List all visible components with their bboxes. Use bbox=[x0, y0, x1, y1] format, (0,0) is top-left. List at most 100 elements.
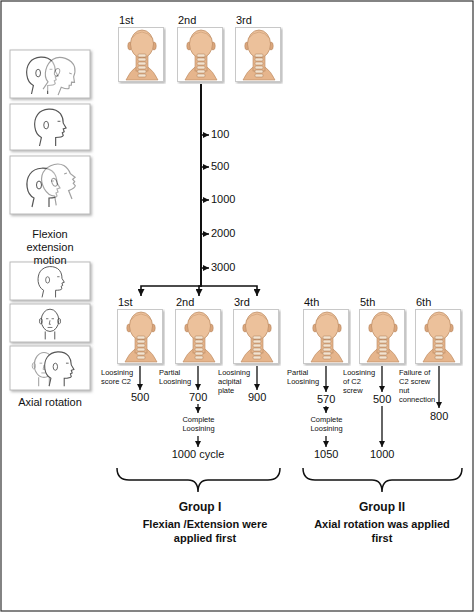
image-frame bbox=[416, 310, 461, 364]
flow-arrow bbox=[199, 84, 201, 296]
head-illustration bbox=[126, 30, 158, 80]
leader-arrow bbox=[381, 406, 382, 447]
head-illustration bbox=[185, 30, 217, 80]
specimen-image bbox=[175, 309, 223, 366]
result-note: Loosining score C2 bbox=[101, 368, 139, 386]
sketch-frame bbox=[10, 104, 90, 150]
cycle-count: 500 bbox=[211, 160, 251, 173]
head-illustration bbox=[183, 312, 215, 362]
cycle-count: 100 bbox=[211, 128, 251, 141]
image-frame bbox=[236, 28, 281, 82]
specimen-order: 5th bbox=[359, 296, 407, 309]
result-note: Loosining of C2 screw bbox=[343, 368, 381, 395]
group-brace bbox=[117, 468, 280, 492]
motion-label: Flexion extension motion bbox=[18, 228, 82, 267]
leader-arrow bbox=[201, 267, 209, 269]
specimen-node: 3rd bbox=[233, 296, 281, 366]
motion-label: Axial rotation bbox=[14, 396, 86, 409]
leader-arrow bbox=[197, 366, 198, 390]
specimen-order: 6th bbox=[415, 296, 463, 309]
result-note: Failure of C2 screw nut connection bbox=[399, 368, 438, 404]
leader-arrow bbox=[139, 366, 140, 390]
head-illustration bbox=[241, 312, 273, 362]
image-frame bbox=[304, 310, 349, 364]
head-illustration bbox=[125, 312, 157, 362]
flow-arrow bbox=[201, 84, 257, 296]
cycle-count: 500 bbox=[131, 391, 161, 404]
head-sketch bbox=[35, 109, 66, 146]
image-frame bbox=[118, 310, 163, 364]
image-frame bbox=[234, 310, 279, 364]
sketch-frame bbox=[10, 156, 90, 214]
group-note: Flexian /Extension were applied first bbox=[122, 517, 288, 545]
specimen-node: 4th bbox=[303, 296, 351, 366]
leader-arrow bbox=[201, 134, 209, 136]
cycle-count: 700 bbox=[189, 391, 219, 404]
leader-arrow bbox=[201, 166, 209, 168]
specimen-image bbox=[118, 27, 166, 84]
rotation-sketches bbox=[10, 262, 90, 390]
image-frame bbox=[119, 28, 164, 82]
specimen-order: 1st bbox=[118, 14, 166, 27]
leader-arrow bbox=[197, 436, 198, 447]
specimen-order: 2nd bbox=[175, 296, 223, 309]
leader-arrow bbox=[201, 233, 209, 235]
head-sketch bbox=[39, 309, 60, 339]
leader-arrow bbox=[197, 404, 198, 413]
specimen-node: 2nd bbox=[177, 14, 225, 84]
result-note: Complete Loosining bbox=[176, 415, 221, 433]
specimen-node: 3rd bbox=[235, 14, 283, 84]
cycle-count: 900 bbox=[248, 391, 278, 404]
head-sketch bbox=[45, 352, 74, 386]
group-title: Group I bbox=[110, 500, 290, 515]
image-frame bbox=[360, 310, 405, 364]
specimen-image bbox=[415, 309, 463, 366]
flexion-sketches bbox=[10, 50, 90, 214]
result-note: Partial Loosining bbox=[159, 368, 197, 386]
result-note: Complete Loosining bbox=[304, 415, 349, 433]
cycle-leaders bbox=[201, 135, 209, 268]
leader-arrow bbox=[256, 366, 257, 390]
specimen-order: 4th bbox=[303, 296, 351, 309]
specimen-node: 2nd bbox=[175, 296, 223, 366]
specimen-image bbox=[359, 309, 407, 366]
result-note: Partial Loosining bbox=[287, 368, 325, 386]
sketch-frame bbox=[10, 304, 90, 342]
group-note: Axial rotation was applied first bbox=[306, 517, 458, 545]
cycle-count: 1000 bbox=[370, 448, 400, 461]
head-sketch bbox=[37, 159, 82, 207]
leader-arrow bbox=[381, 366, 382, 392]
group-brace bbox=[303, 468, 462, 492]
cycle-count: 3000 bbox=[211, 261, 251, 274]
cycle-count: 1000 bbox=[211, 193, 251, 206]
sketch-frame bbox=[10, 346, 90, 390]
specimen-node: 1st bbox=[117, 296, 165, 366]
group-title: Group II bbox=[298, 500, 466, 515]
cycle-count: 1000 cycle bbox=[170, 448, 226, 461]
leader-arrow bbox=[325, 436, 326, 447]
sketch-frame bbox=[10, 262, 90, 300]
result-leaders bbox=[140, 366, 439, 447]
leader-arrow bbox=[325, 366, 326, 392]
specimen-image bbox=[233, 309, 281, 366]
image-frame bbox=[176, 310, 221, 364]
specimen-image bbox=[177, 27, 225, 84]
specimen-order: 1st bbox=[117, 296, 165, 309]
head-illustration bbox=[243, 30, 275, 80]
head-illustration bbox=[423, 312, 455, 362]
specimen-node: 1st bbox=[118, 14, 166, 84]
head-illustration bbox=[367, 312, 399, 362]
specimen-image bbox=[117, 309, 165, 366]
cycle-count: 500 bbox=[373, 393, 403, 406]
specimen-order: 2nd bbox=[177, 14, 225, 27]
head-illustration bbox=[311, 312, 343, 362]
cycle-count: 2000 bbox=[211, 227, 251, 240]
cycle-count: 800 bbox=[430, 410, 460, 423]
leader-arrow bbox=[438, 366, 439, 408]
specimen-image bbox=[303, 309, 351, 366]
leader-arrow bbox=[325, 406, 326, 413]
